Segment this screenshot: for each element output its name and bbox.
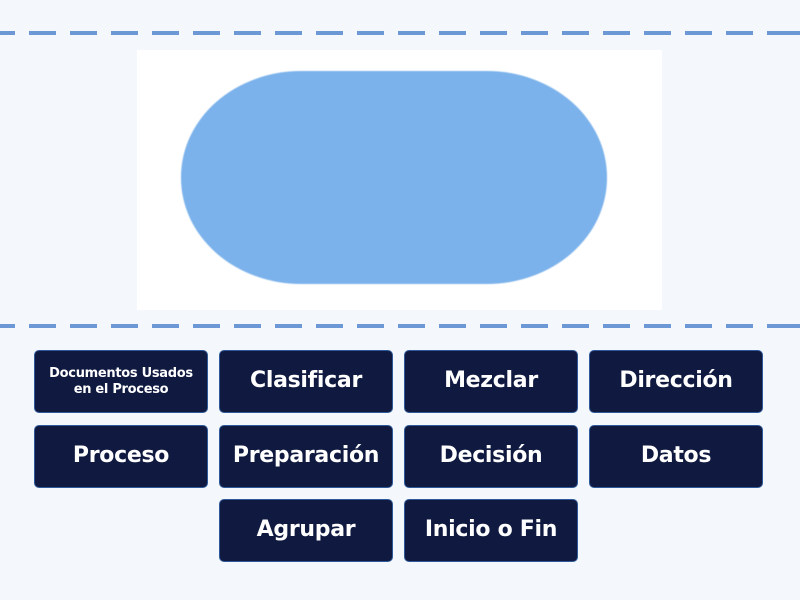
option-clasificar[interactable]: Clasificar <box>219 350 393 413</box>
terminal-pill-shape <box>181 71 607 284</box>
option-documentos-usados[interactable]: Documentos Usados en el Proceso <box>34 350 208 413</box>
option-direccion[interactable]: Dirección <box>589 350 763 413</box>
prompt-image <box>137 50 662 310</box>
option-datos[interactable]: Datos <box>589 425 763 488</box>
option-mezclar[interactable]: Mezclar <box>404 350 578 413</box>
option-decision[interactable]: Decisión <box>404 425 578 488</box>
top-dashed-divider <box>0 31 800 35</box>
option-preparacion[interactable]: Preparación <box>219 425 393 488</box>
bottom-dashed-divider <box>0 324 800 328</box>
option-proceso[interactable]: Proceso <box>34 425 208 488</box>
option-inicio-o-fin[interactable]: Inicio o Fin <box>404 499 578 562</box>
option-agrupar[interactable]: Agrupar <box>219 499 393 562</box>
